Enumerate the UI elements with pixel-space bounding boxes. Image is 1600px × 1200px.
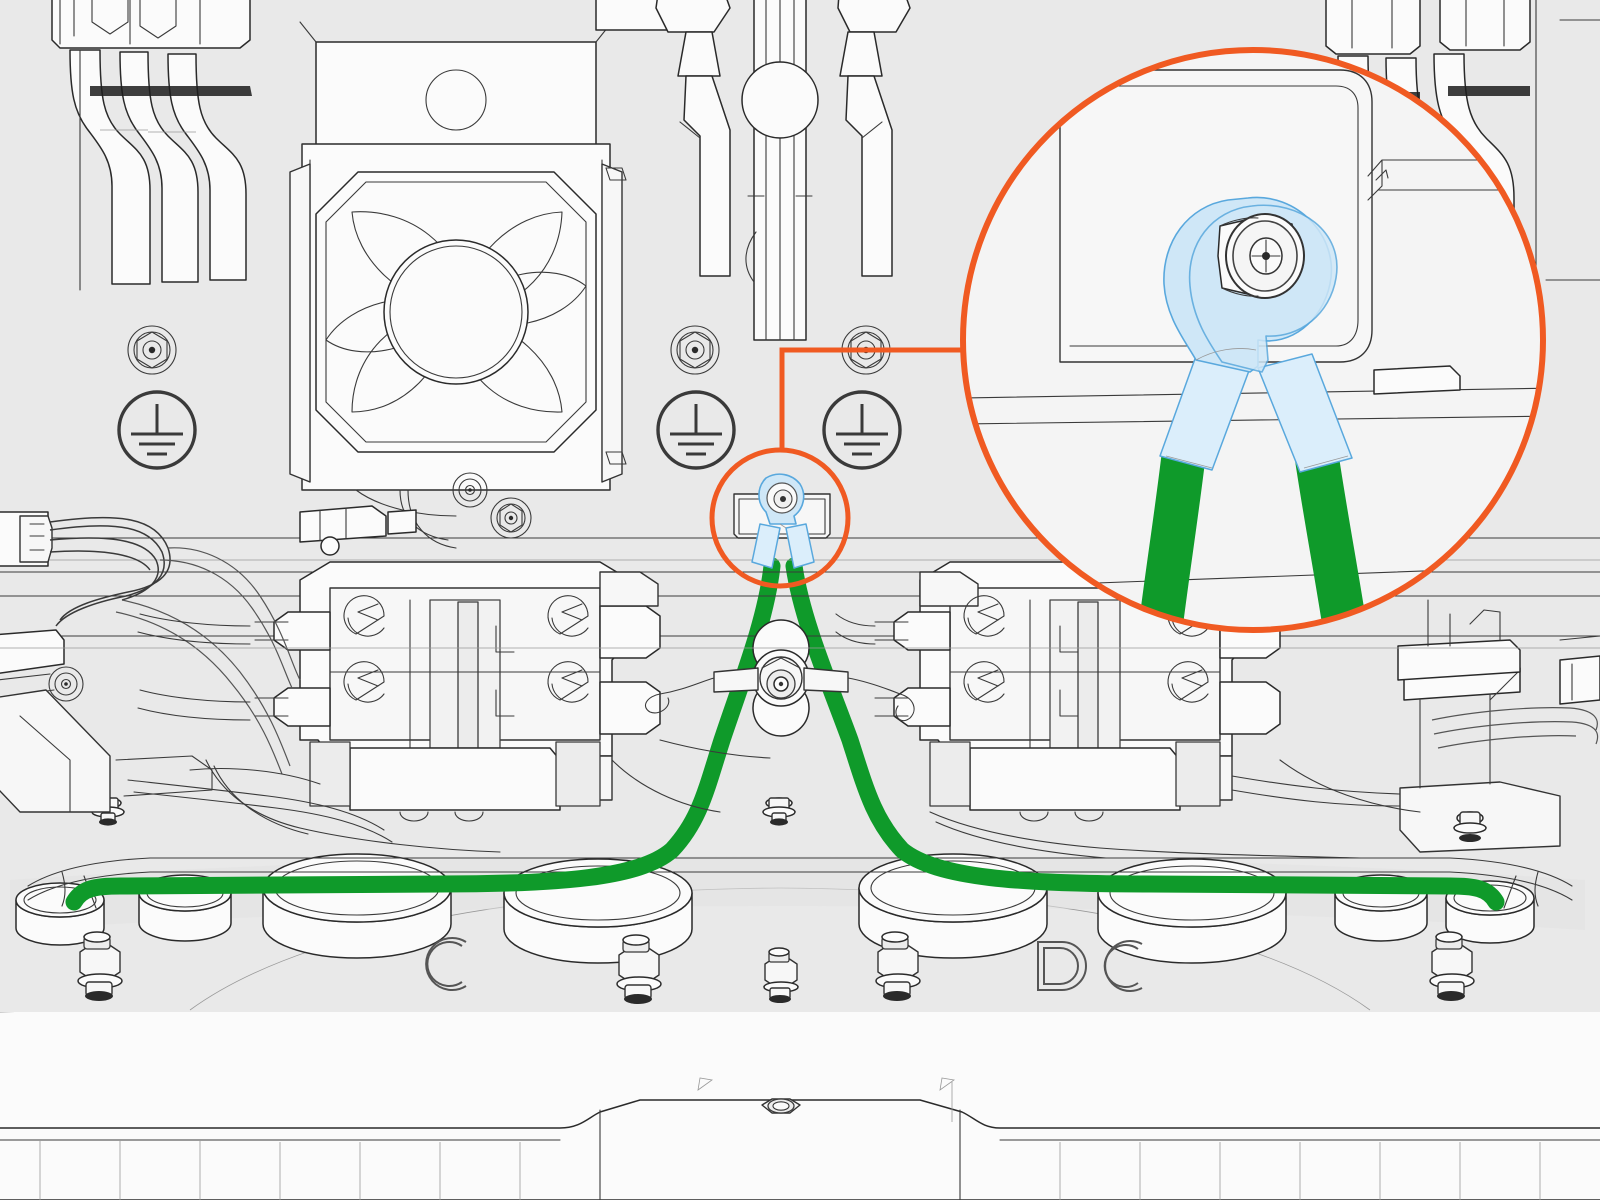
circuit-breaker-left xyxy=(254,561,661,822)
hex-bolt-icon xyxy=(1429,931,1475,1001)
protective-earth-icon xyxy=(117,390,197,470)
protective-earth-icon xyxy=(656,390,736,470)
screw-terminal-icon xyxy=(547,595,589,637)
hex-bolt-icon xyxy=(875,931,921,1001)
busbar-assembly-center xyxy=(595,0,911,341)
screw-terminal-icon xyxy=(343,595,385,637)
panel-emboss-marks xyxy=(425,937,1143,992)
screw-terminal-icon xyxy=(547,661,589,703)
ground-stud-center xyxy=(645,619,915,737)
screw-head-icon xyxy=(452,472,488,508)
hex-bolt-icon xyxy=(77,931,123,1001)
connector-block-left xyxy=(299,505,417,556)
capacitor xyxy=(262,853,452,959)
screw-head-icon xyxy=(48,666,84,702)
screw-head-icon xyxy=(490,497,532,539)
callout-leader-line xyxy=(779,347,1044,452)
ground-wire-right xyxy=(785,557,1505,911)
ground-wire-left xyxy=(65,557,781,911)
protective-earth-icon-group xyxy=(117,390,902,470)
hex-bolt-icon xyxy=(763,947,799,1003)
hex-bolt-icon xyxy=(616,934,662,1004)
capacitor xyxy=(1097,858,1287,964)
busbar-assembly-left xyxy=(51,0,251,291)
capacitor-bank xyxy=(10,853,1585,964)
callout-circle-border xyxy=(960,47,1546,633)
wire-harness-left xyxy=(0,511,393,843)
breaker-left-cabling xyxy=(137,613,771,853)
cooling-fan-assembly xyxy=(289,21,627,549)
breaker-pole-label-L xyxy=(1059,625,1079,653)
screw-terminal-icon xyxy=(1167,661,1209,703)
breaker-pole-label-L xyxy=(1059,689,1079,717)
breaker-pole-label-L xyxy=(495,625,515,653)
emboss-C-left xyxy=(425,937,467,991)
magnified-detail-view xyxy=(960,47,1546,633)
ground-wire-group xyxy=(65,557,1505,911)
breaker-right-cabling xyxy=(835,613,1421,859)
callout-target-circle xyxy=(709,447,851,589)
side-bracket-right xyxy=(1397,599,1600,681)
ring-terminal-assembly-main xyxy=(751,473,815,569)
screw-head-icon xyxy=(670,325,720,375)
emboss-D xyxy=(1037,941,1087,991)
hex-bolt-icon xyxy=(762,797,796,826)
screw-head-icon xyxy=(127,325,177,375)
breaker-pole-label-L xyxy=(495,689,515,717)
hex-bolt-icon xyxy=(1453,811,1487,842)
screw-terminal-icon xyxy=(963,595,1005,637)
chassis-deck xyxy=(0,999,1600,1200)
hex-bolt-icon xyxy=(761,1098,801,1114)
screw-terminal-icon xyxy=(963,661,1005,703)
screw-terminal-icon xyxy=(343,661,385,703)
protective-earth-icon xyxy=(822,390,902,470)
